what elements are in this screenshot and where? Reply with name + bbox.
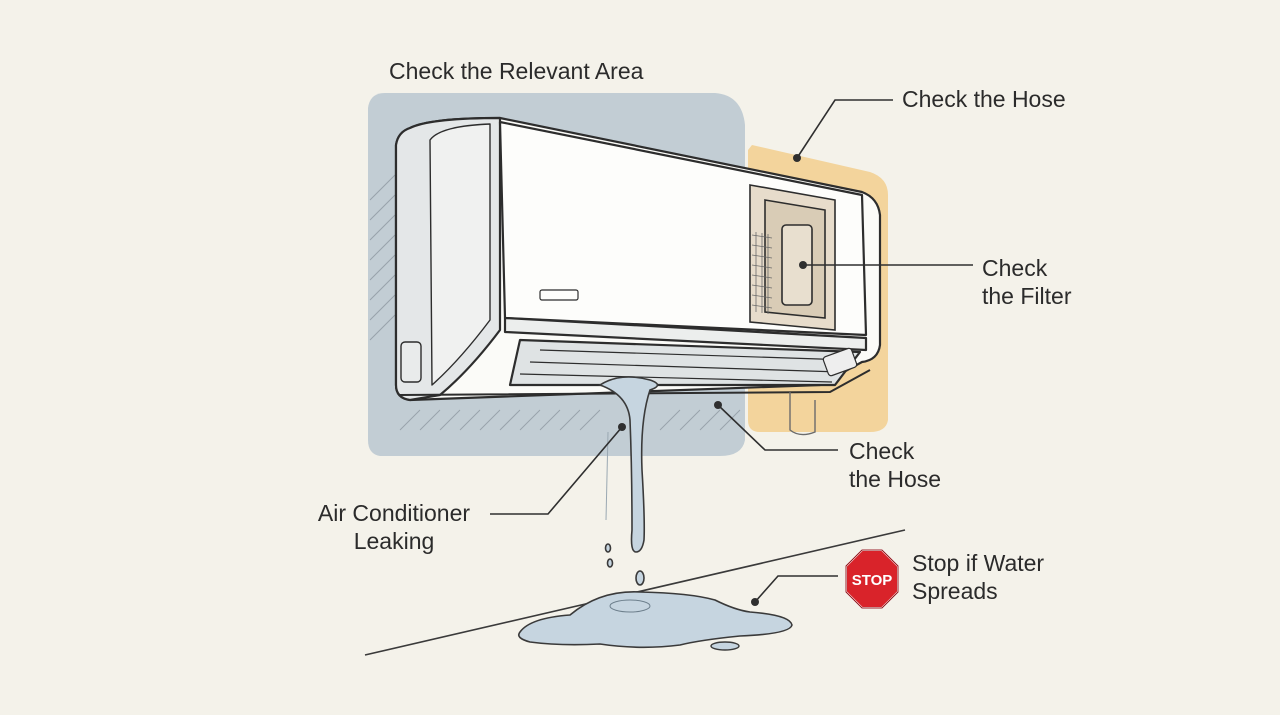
label-check-hose-top: Check the Hose: [902, 86, 1066, 112]
label-stop-if-water-spreads: Stop if Water Spreads: [912, 550, 1045, 604]
stop-sign-icon: STOP: [845, 549, 899, 609]
label-check-hose-bottom: Check the Hose: [849, 438, 942, 492]
puddle-drop: [710, 641, 740, 651]
leader-leaking: [490, 426, 623, 515]
leader-hose-top: [796, 99, 893, 159]
stop-sign-text: STOP: [852, 572, 893, 589]
puddle-ripple: [609, 599, 651, 613]
label-air-conditioner-leaking: Air Conditioner Leaking: [317, 500, 471, 554]
water-puddle: [517, 591, 793, 649]
label-check-filter: Check the Filter: [982, 255, 1072, 309]
label-check-relevant-area: Check the Relevant Area: [389, 58, 644, 84]
leader-dots: [618, 154, 807, 606]
wall-shadow-hatching: [369, 174, 741, 431]
leader-stop: [754, 575, 838, 603]
water-leak: [598, 376, 659, 586]
leader-hose-bottom: [717, 404, 838, 451]
filter-compartment: [749, 184, 836, 331]
leader-lines: [490, 99, 973, 603]
hose-bracket: [789, 392, 816, 436]
